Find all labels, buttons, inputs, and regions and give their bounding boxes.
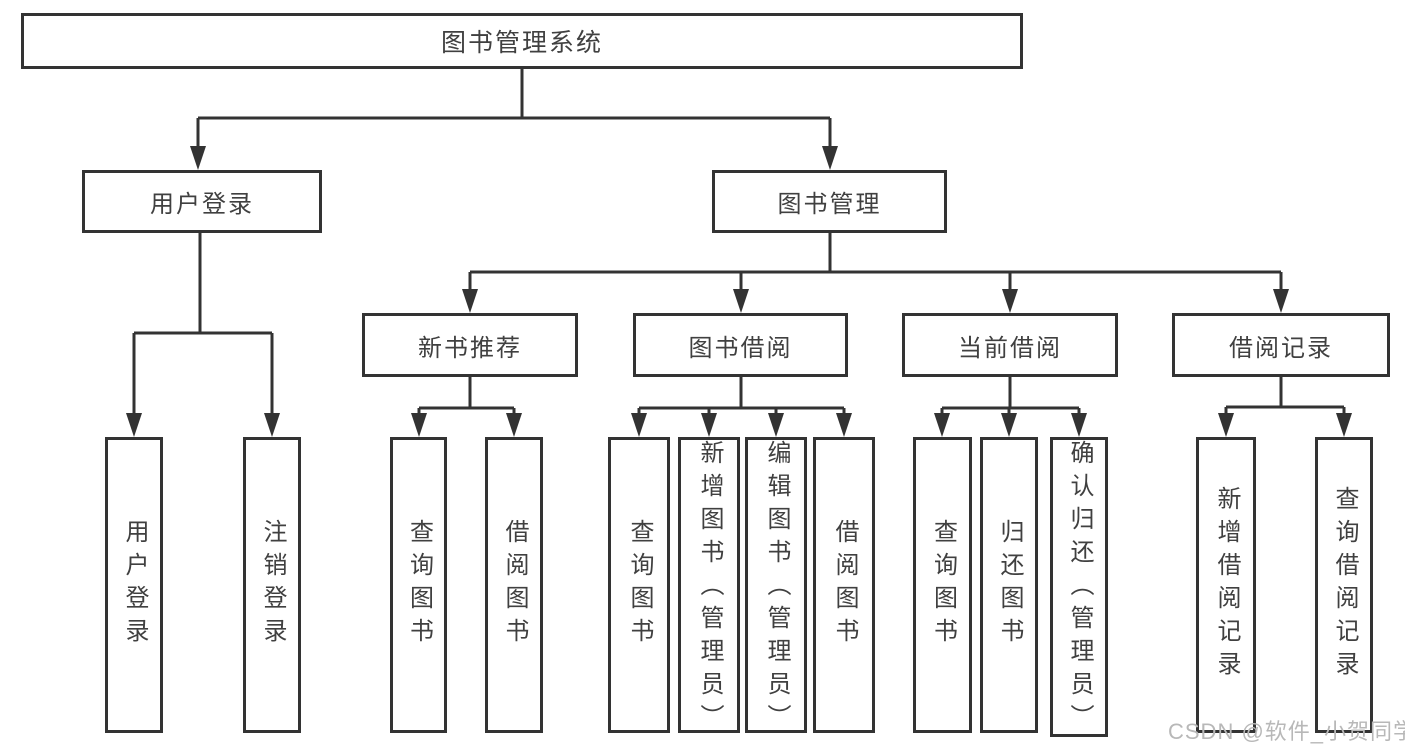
node-borrowing-records: 借阅记录 — [1172, 313, 1390, 377]
connector-new-book-children — [417, 377, 516, 415]
node-label: 借阅图书 — [501, 519, 528, 651]
arrow-down-icon — [411, 413, 427, 437]
node-label: 用户登录 — [121, 519, 148, 651]
connector-book-management-children — [468, 233, 1283, 291]
leaf-user-login: 用户登录 — [105, 437, 163, 733]
arrow-down-icon — [1273, 289, 1289, 313]
node-label: 用户登录 — [150, 191, 254, 218]
node-label: 借阅图书 — [831, 519, 858, 651]
arrow-down-icon — [768, 413, 784, 437]
node-label: 新增借阅记录 — [1213, 486, 1240, 684]
node-label: 图书借阅 — [688, 334, 793, 362]
arrow-down-icon — [822, 146, 838, 170]
leaf-borrow-books-borrowing: 借阅图书 — [813, 437, 875, 733]
connector-book-borrowing-children — [637, 377, 846, 415]
arrow-down-icon — [631, 413, 647, 437]
node-library-management-system: 图书管理系统 — [21, 13, 1023, 69]
arrow-down-icon — [264, 413, 280, 437]
node-label: 查询图书 — [626, 519, 653, 651]
node-book-management: 图书管理 — [712, 170, 947, 233]
leaf-logout: 注销登录 — [243, 437, 301, 733]
node-label: 编辑图书（管理员） — [763, 440, 790, 737]
node-label: 注销登录 — [259, 519, 286, 651]
leaf-add-borrow-record: 新增借阅记录 — [1196, 437, 1256, 733]
connector-current-borrowing-children — [940, 377, 1081, 415]
arrow-down-icon — [1071, 413, 1087, 437]
node-label: 归还图书 — [996, 519, 1023, 651]
node-label: 新增图书（管理员） — [696, 440, 723, 737]
arrowheads — [126, 146, 1352, 437]
arrow-down-icon — [1001, 413, 1017, 437]
arrow-down-icon — [190, 146, 206, 170]
leaf-query-books-current: 查询图书 — [913, 437, 972, 733]
node-label: 当前借阅 — [958, 334, 1062, 362]
leaf-add-book-admin: 新增图书（管理员） — [678, 437, 740, 737]
arrow-down-icon — [934, 413, 950, 437]
arrow-down-icon — [1218, 413, 1234, 437]
node-label: 查询借阅记录 — [1331, 486, 1358, 684]
node-current-borrowing: 当前借阅 — [902, 313, 1118, 377]
node-label: 新书推荐 — [418, 334, 522, 362]
arrow-down-icon — [1002, 289, 1018, 313]
leaf-query-books-borrowing: 查询图书 — [608, 437, 670, 733]
arrow-down-icon — [836, 413, 852, 437]
connector-root-to-level2 — [196, 69, 832, 148]
arrow-down-icon — [462, 289, 478, 313]
leaf-return-book: 归还图书 — [980, 437, 1038, 733]
node-label: 图书管理系统 — [440, 29, 603, 57]
leaf-query-books-recommend: 查询图书 — [390, 437, 447, 733]
csdn-watermark: CSDN @软件_小贺同学 — [1168, 719, 1405, 744]
node-label: 借阅记录 — [1229, 334, 1333, 362]
arrow-down-icon — [701, 413, 717, 437]
arrow-down-icon — [506, 413, 522, 437]
leaf-borrow-books-recommend: 借阅图书 — [485, 437, 543, 733]
leaf-confirm-return-admin: 确认归还（管理员） — [1050, 437, 1108, 737]
node-label: 查询图书 — [929, 519, 957, 651]
node-user-login: 用户登录 — [82, 170, 322, 233]
node-new-book-recommendation: 新书推荐 — [362, 313, 578, 377]
connector-user-login-children — [132, 233, 274, 415]
node-label: 图书管理 — [777, 191, 882, 218]
connector-borrowing-records-children — [1224, 377, 1346, 415]
arrow-down-icon — [1336, 413, 1352, 437]
leaf-edit-book-admin: 编辑图书（管理员） — [745, 437, 807, 737]
leaf-query-borrow-record: 查询借阅记录 — [1315, 437, 1373, 733]
arrow-down-icon — [126, 413, 142, 437]
arrow-down-icon — [733, 289, 749, 313]
node-label: 确认归还（管理员） — [1066, 440, 1093, 737]
node-label: 查询图书 — [405, 519, 433, 651]
node-book-borrowing: 图书借阅 — [633, 313, 848, 377]
